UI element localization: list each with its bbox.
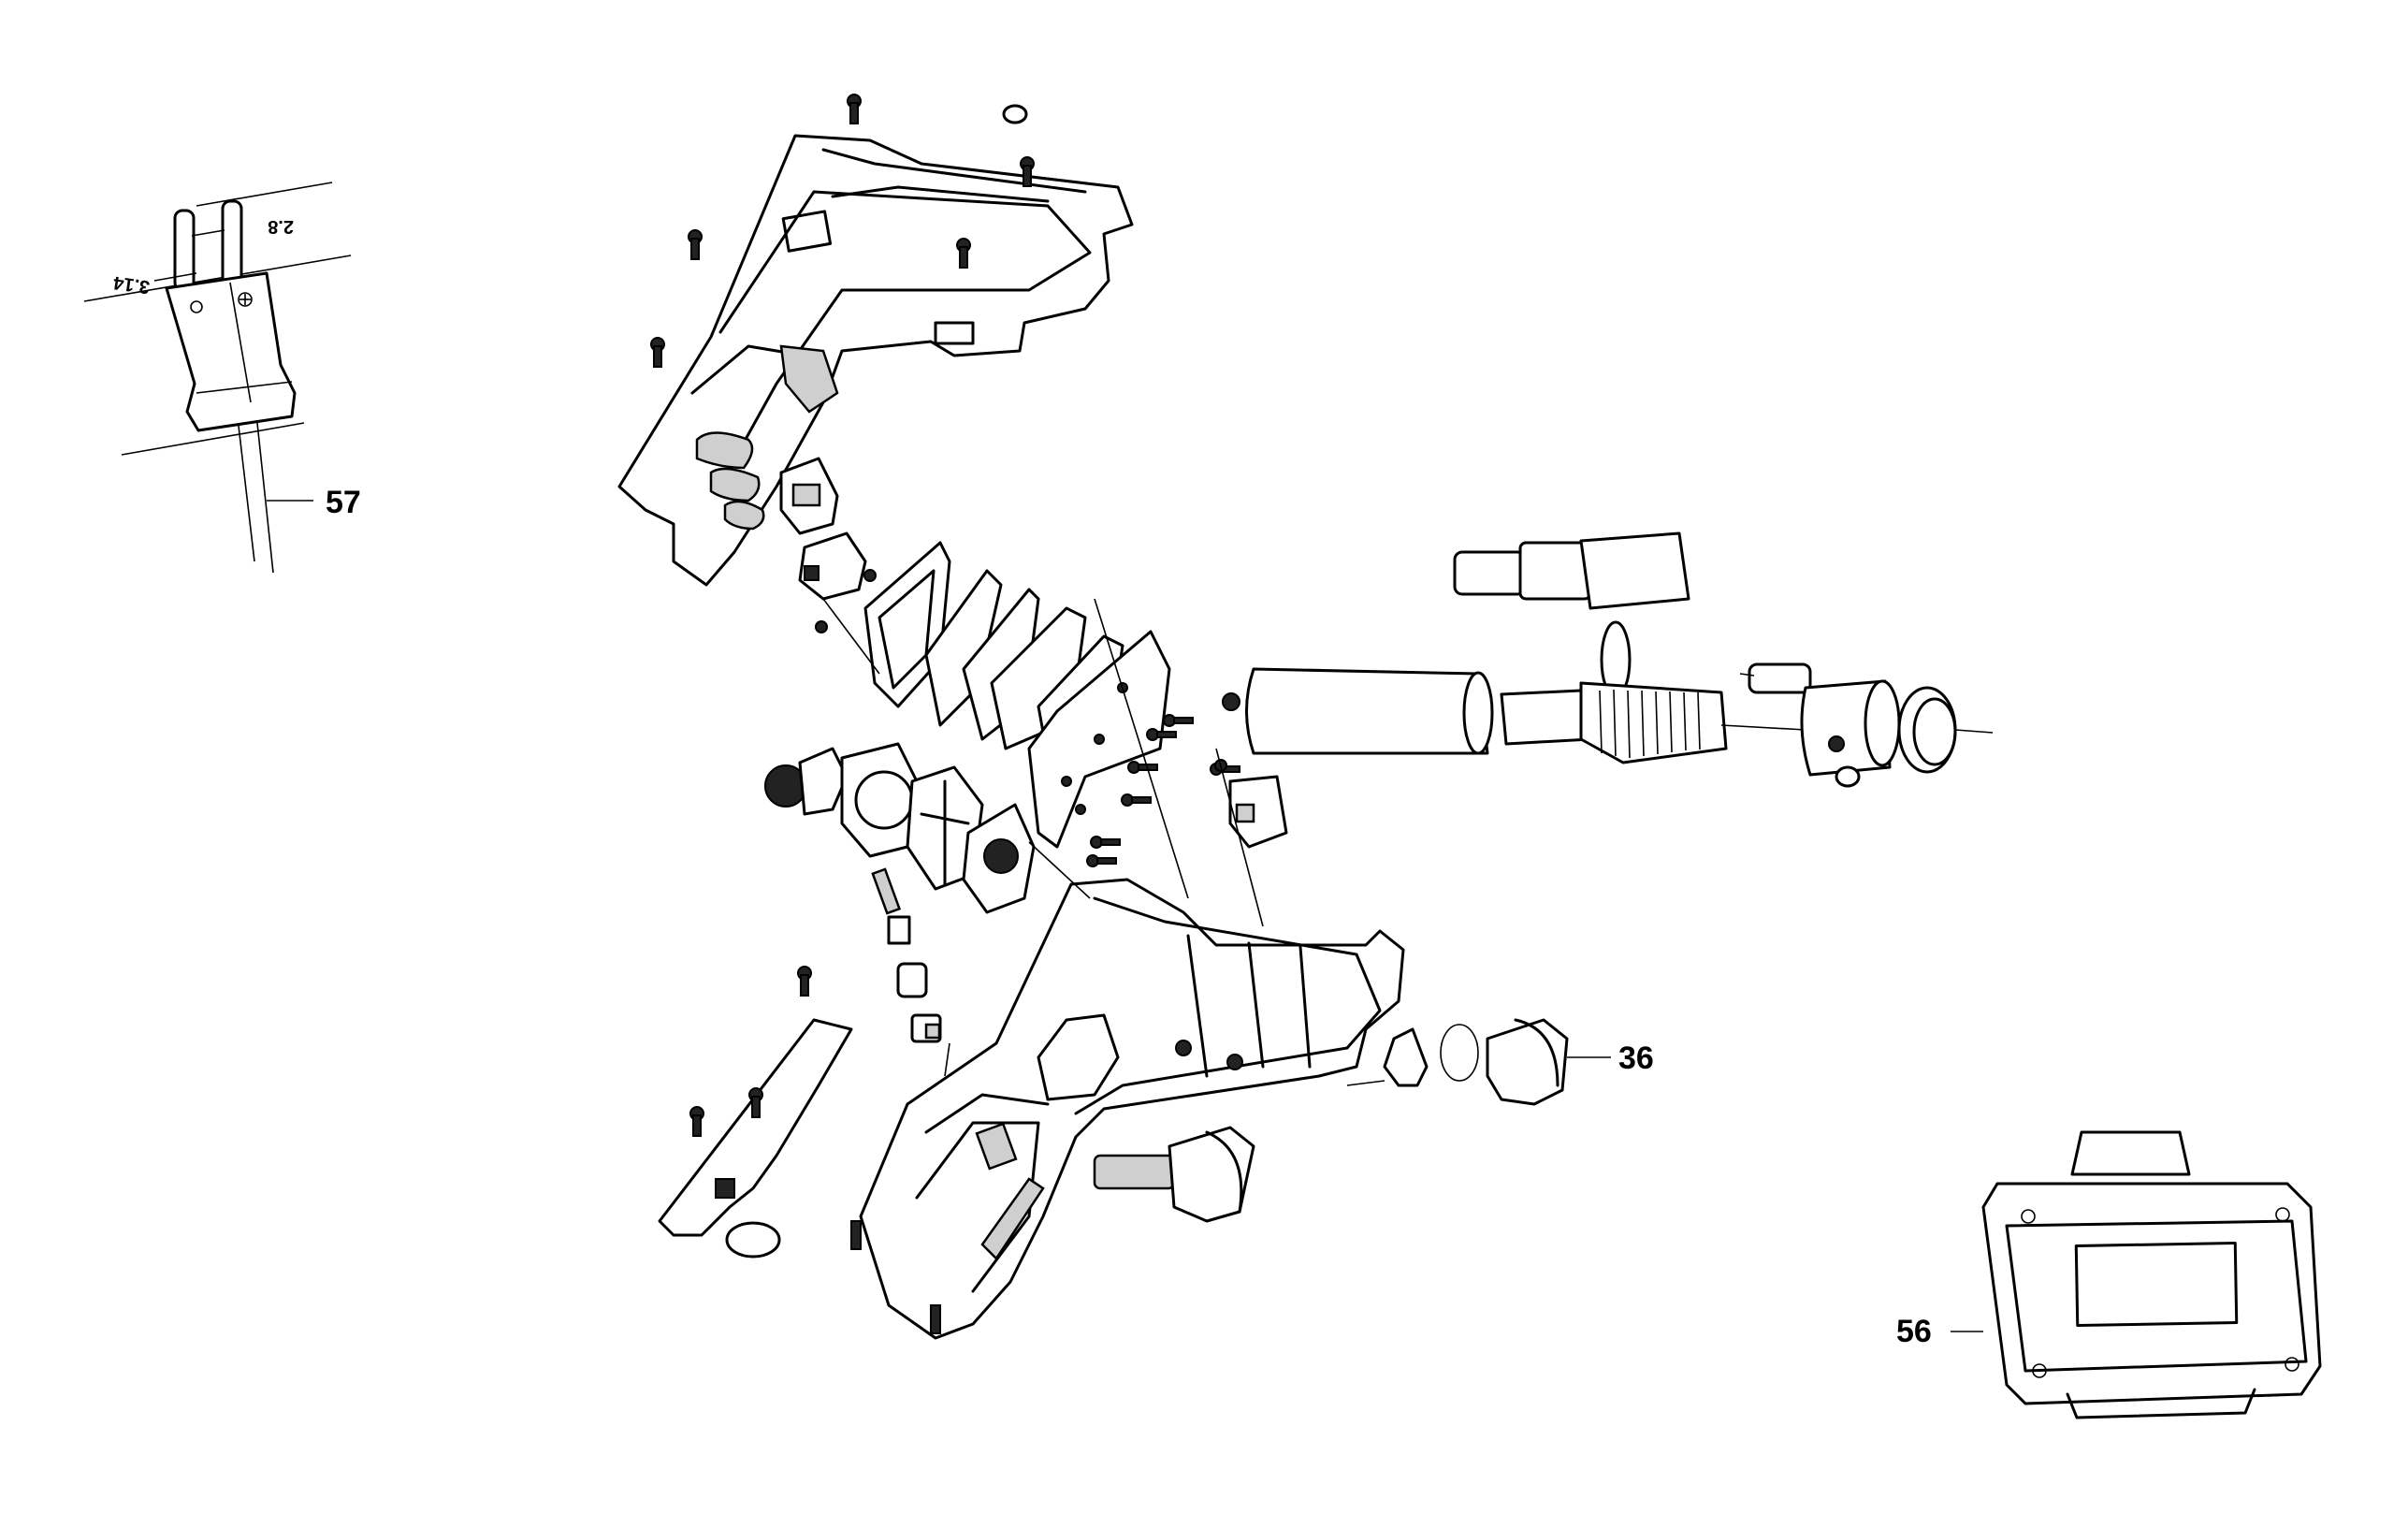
heating-element-plates <box>863 541 1171 849</box>
dim-pin-width: 3.14 <box>111 271 151 297</box>
trigger-assembly <box>1093 1126 1255 1223</box>
upper-housing <box>617 94 1134 587</box>
callout-56: 56 <box>1896 1314 1932 1349</box>
lower-housing <box>850 878 1405 1340</box>
end-cap: 36 <box>1346 1018 1654 1106</box>
dim-pin-gap: 2.8 <box>268 216 294 237</box>
assembly-guide-lines <box>822 598 1264 1077</box>
callout-36: 36 <box>1618 1040 1654 1076</box>
plug-detail: 2.8 3.14 57 <box>83 182 361 574</box>
carry-case: 56 <box>1896 1130 2322 1419</box>
callout-57: 57 <box>326 485 361 520</box>
switch-assembly <box>779 457 877 633</box>
fan-motor-assembly <box>764 742 1036 1043</box>
heating-tube-group <box>1214 531 1994 849</box>
centre-screws <box>1086 714 1240 867</box>
control-plate <box>658 966 853 1259</box>
